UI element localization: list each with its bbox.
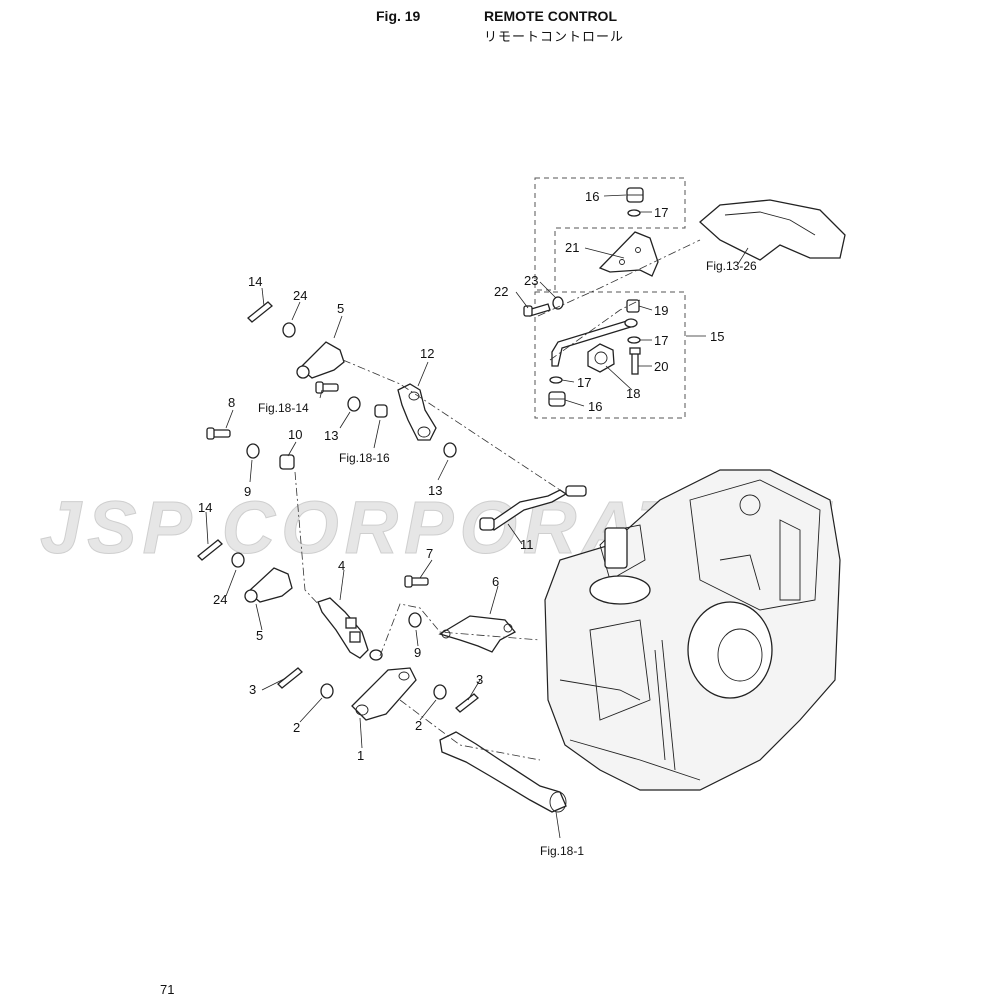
callout-2-left: 2 bbox=[293, 720, 300, 735]
collar-10 bbox=[279, 454, 295, 470]
washer-17-upper bbox=[627, 209, 641, 217]
callout-17-lower: 17 bbox=[577, 375, 591, 390]
ref-fig-18-16: Fig.18-16 bbox=[339, 451, 390, 465]
callout-3-right: 3 bbox=[476, 672, 483, 687]
callout-10: 10 bbox=[288, 427, 302, 442]
collar-19 bbox=[626, 299, 640, 313]
cotter-pin-3-right bbox=[455, 693, 479, 713]
washer-24-lower bbox=[231, 552, 245, 568]
bolt-fig18-14 bbox=[315, 381, 339, 394]
washer-2-right bbox=[433, 684, 447, 700]
callout-14-upper: 14 bbox=[248, 274, 262, 289]
callout-24-lower: 24 bbox=[213, 592, 227, 607]
callout-12: 12 bbox=[420, 346, 434, 361]
washer-2-left bbox=[320, 683, 334, 699]
callout-21: 21 bbox=[565, 240, 579, 255]
link-rod-15 bbox=[551, 319, 636, 367]
bolt-8 bbox=[206, 427, 231, 440]
callout-13-lower: 13 bbox=[428, 483, 442, 498]
callout-2-right: 2 bbox=[415, 718, 422, 733]
callout-9-lower: 9 bbox=[414, 645, 421, 660]
ref-fig-18-14: Fig.18-14 bbox=[258, 401, 309, 415]
callout-7: 7 bbox=[426, 546, 433, 561]
washer-9-upper bbox=[246, 443, 260, 459]
nut-16-upper bbox=[626, 187, 644, 203]
plate-21 bbox=[598, 231, 659, 277]
collar-fig18-16 bbox=[374, 404, 388, 418]
callout-6: 6 bbox=[492, 574, 499, 589]
cotter-pin-3-left bbox=[277, 667, 303, 689]
callout-17-upper: 17 bbox=[654, 205, 668, 220]
washer-13-upper bbox=[347, 396, 361, 412]
callout-17-middle: 17 bbox=[654, 333, 668, 348]
callout-18: 18 bbox=[626, 386, 640, 401]
mounting-bracket bbox=[699, 199, 846, 261]
kit-outline-upper bbox=[534, 177, 686, 291]
callout-5-upper: 5 bbox=[337, 301, 344, 316]
lever-4 bbox=[317, 597, 383, 661]
callout-11: 11 bbox=[520, 537, 534, 552]
callout-15: 15 bbox=[710, 329, 724, 344]
callout-14-lower: 14 bbox=[198, 500, 212, 515]
washer-13-lower bbox=[443, 442, 457, 458]
link-1 bbox=[351, 667, 417, 721]
washer-17-lower bbox=[549, 376, 563, 384]
washer-24-upper bbox=[282, 322, 296, 338]
callout-16-lower: 16 bbox=[588, 399, 602, 414]
cotter-pin-14-lower bbox=[197, 539, 223, 561]
bolt-22 bbox=[523, 303, 551, 317]
callout-19: 19 bbox=[654, 303, 668, 318]
callout-23: 23 bbox=[524, 273, 538, 288]
callout-8: 8 bbox=[228, 395, 235, 410]
cable-11 bbox=[479, 485, 587, 531]
ref-fig-18-1: Fig.18-1 bbox=[540, 844, 584, 858]
washer-17-middle bbox=[627, 336, 641, 344]
ball-joint-5-upper bbox=[296, 341, 345, 379]
ref-fig-13-26: Fig.13-26 bbox=[706, 259, 757, 273]
bracket-6 bbox=[438, 615, 517, 653]
engine-block bbox=[544, 469, 841, 791]
callout-1: 1 bbox=[357, 748, 364, 763]
ball-joint-5-lower bbox=[244, 567, 293, 603]
callout-4: 4 bbox=[338, 558, 345, 573]
figure-number: Fig. 19 bbox=[376, 8, 421, 24]
callout-5-lower: 5 bbox=[256, 628, 263, 643]
diagram-title-japanese: リモートコントロール bbox=[484, 29, 625, 44]
nut-16-lower bbox=[548, 391, 566, 407]
washer-9-lower bbox=[408, 612, 422, 628]
callout-22: 22 bbox=[494, 284, 508, 299]
bolt-20 bbox=[629, 347, 641, 375]
cotter-pin-14-upper bbox=[247, 301, 273, 323]
diagram-title: REMOTE CONTROL bbox=[484, 8, 617, 24]
callout-16-upper: 16 bbox=[585, 189, 599, 204]
kit-outline-lower bbox=[534, 291, 686, 419]
lever-12 bbox=[397, 383, 437, 441]
shift-shaft-fig18-1 bbox=[439, 731, 567, 813]
callout-24-upper: 24 bbox=[293, 288, 307, 303]
page-number: 71 bbox=[160, 982, 175, 997]
callout-3-left: 3 bbox=[249, 682, 256, 697]
bolt-7 bbox=[404, 575, 429, 588]
callout-9-upper: 9 bbox=[244, 484, 251, 499]
nut-18 bbox=[587, 343, 615, 373]
washer-23 bbox=[552, 296, 564, 310]
callout-13-upper: 13 bbox=[324, 428, 338, 443]
callout-20: 20 bbox=[654, 359, 668, 374]
